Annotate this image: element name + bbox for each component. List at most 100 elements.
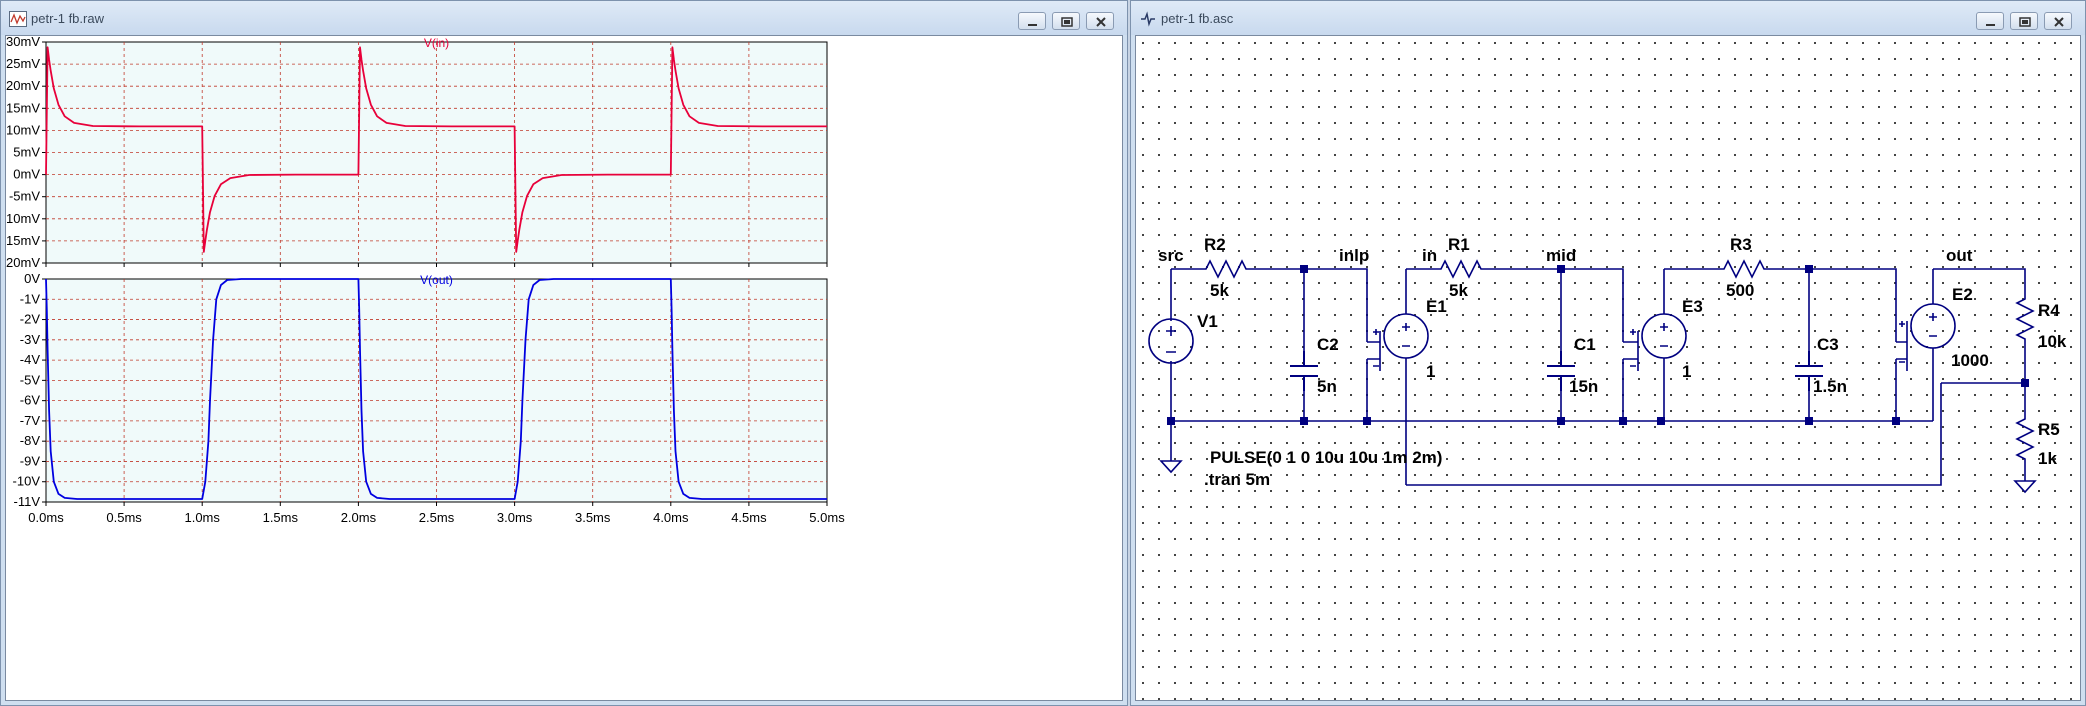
voltage-source-v1[interactable] [1148, 318, 1194, 364]
c3-name: C3 [1817, 335, 1839, 354]
plot-area[interactable]: 30mV 25mV 20mV 15mV 10mV 5mV 0mV -5mV -10mV -15mV… [2, 34, 1122, 700]
x-tick-label: 1.0ms [184, 510, 220, 525]
net-label-inlp: inlp [1339, 246, 1369, 265]
r1-name: R1 [1448, 235, 1470, 254]
y-tick-label: -10V [13, 474, 41, 489]
plot-title[interactable]: V(in) [424, 36, 449, 50]
plot-title[interactable]: V(out) [420, 273, 453, 287]
trace-vout[interactable] [45, 278, 827, 500]
net-label-src: src [1158, 246, 1184, 265]
c2-name: C2 [1317, 335, 1339, 354]
wires [1159, 268, 2037, 494]
x-tick-label: 0.0ms [28, 510, 64, 525]
y-tick-label: -11V [14, 494, 41, 509]
y-tick-label: 0mV [13, 167, 40, 182]
close-icon [2054, 17, 2064, 27]
r5-value: 1k [2038, 449, 2057, 468]
r4-value: 10k [2038, 332, 2067, 351]
r1-value: 5k [1449, 281, 1468, 300]
y-tick-label: 15mV [6, 100, 40, 115]
c1-value: 15n [1569, 377, 1598, 396]
x-tick-label: 5.0ms [809, 510, 845, 525]
close-button[interactable] [1086, 12, 1114, 30]
minimize-icon [1986, 24, 1995, 26]
minimize-button[interactable] [1018, 12, 1046, 30]
dot-grid [1136, 36, 2080, 700]
y-tick-label: 5mV [13, 145, 40, 160]
restore-icon [2019, 17, 2031, 27]
x-tick-label: 3.5ms [575, 510, 611, 525]
y-tick-label: -4V [20, 352, 41, 367]
r2-value: 5k [1210, 281, 1229, 300]
y-tick-label: -5mV [9, 189, 40, 204]
c1-name: C1 [1574, 335, 1596, 354]
y-tick-label: 30mV [6, 36, 40, 49]
r5-name: R5 [2038, 420, 2060, 439]
tran-directive[interactable]: .tran 5m [1204, 470, 1270, 489]
resistor-r4[interactable] [2015, 291, 2035, 343]
schematic-icon [1141, 11, 1155, 27]
net-label-mid: mid [1546, 246, 1576, 265]
e1-name: E1 [1426, 297, 1447, 316]
resistor-r5[interactable] [2015, 411, 2035, 463]
y-tick-label: -2V [20, 312, 41, 327]
junctions [1167, 265, 2029, 425]
r4-name: R4 [2038, 301, 2060, 320]
minimize-button[interactable] [1976, 12, 2004, 30]
y-tick-label: -1V [20, 291, 41, 306]
x-tick-label: 1.5ms [263, 510, 299, 525]
net-label-out: out [1946, 246, 1973, 265]
plot-vin[interactable]: 30mV 25mV 20mV 15mV 10mV 5mV 0mV -5mV -10mV -15mV… [2, 34, 828, 270]
resistor-r2[interactable] [1198, 259, 1250, 279]
waveform-titlebar[interactable]: petr-1 fb.raw [1, 1, 1127, 35]
y-tick-label: -15mV [6, 233, 40, 248]
r3-value: 500 [1726, 281, 1754, 300]
waveform-window: petr-1 fb.raw 30mV 25mV 20mV 15mV 10mV 5mV 0mV… [0, 0, 1128, 706]
schematic-canvas[interactable]: src inlp in mid out R2 5k V1 C2 5n E1 1 … [1135, 35, 2081, 701]
y-tick-label: 10mV [6, 122, 40, 137]
c2-value: 5n [1317, 377, 1337, 396]
resistor-r1[interactable] [1433, 259, 1485, 279]
vcvs-e2[interactable] [1896, 269, 1956, 421]
vcvs-e1[interactable] [1367, 269, 1429, 485]
vcvs-e3[interactable] [1623, 269, 1687, 421]
window-title: petr-1 fb.raw [31, 11, 104, 26]
r3-name: R3 [1730, 235, 1752, 254]
y-tick-label: 20mV [6, 78, 40, 93]
net-label-in: in [1422, 246, 1437, 265]
x-tick-label: 2.0ms [341, 510, 377, 525]
y-tick-label: -9V [20, 453, 41, 468]
v1-name: V1 [1197, 312, 1218, 331]
waveform-icon [9, 11, 27, 27]
close-icon [1096, 17, 1106, 27]
c3-value: 1.5n [1813, 377, 1847, 396]
capacitor-c2[interactable] [1290, 351, 1318, 391]
y-tick-label: 0V [24, 271, 40, 286]
y-tick-label: -3V [20, 332, 41, 347]
plot-frame [45, 278, 828, 503]
capacitor-c3[interactable] [1795, 351, 1823, 391]
minimize-icon [1028, 24, 1037, 26]
x-tick-label: 3.0ms [497, 510, 533, 525]
e1-value: 1 [1426, 362, 1435, 381]
y-tick-label: -7V [20, 413, 41, 428]
schematic-titlebar[interactable]: petr-1 fb.asc [1131, 1, 2085, 35]
y-tick-label: -5V [20, 372, 41, 387]
y-tick-label: -10mV [6, 211, 40, 226]
maximize-button[interactable] [2010, 12, 2038, 30]
y-tick-label: 25mV [6, 56, 40, 71]
resistor-r3[interactable] [1716, 259, 1768, 279]
close-button[interactable] [2044, 12, 2072, 30]
pulse-directive[interactable]: PULSE(0 1 0 10u 10u 1m 2m) [1210, 448, 1442, 467]
e2-name: E2 [1952, 285, 1973, 304]
x-tick-label: 4.5ms [731, 510, 767, 525]
e2-value: 1000 [1951, 351, 1989, 370]
schematic-drawing[interactable]: src inlp in mid out R2 5k V1 C2 5n E1 1 … [1136, 36, 2080, 700]
trace-vin[interactable] [45, 46, 827, 253]
capacitor-c1[interactable] [1547, 351, 1575, 391]
waveform-pane[interactable]: 30mV 25mV 20mV 15mV 10mV 5mV 0mV -5mV -10mV -15mV… [2, 34, 1123, 701]
e3-name: E3 [1682, 297, 1703, 316]
maximize-button[interactable] [1052, 12, 1080, 30]
x-tick-label: 4.0ms [653, 510, 689, 525]
